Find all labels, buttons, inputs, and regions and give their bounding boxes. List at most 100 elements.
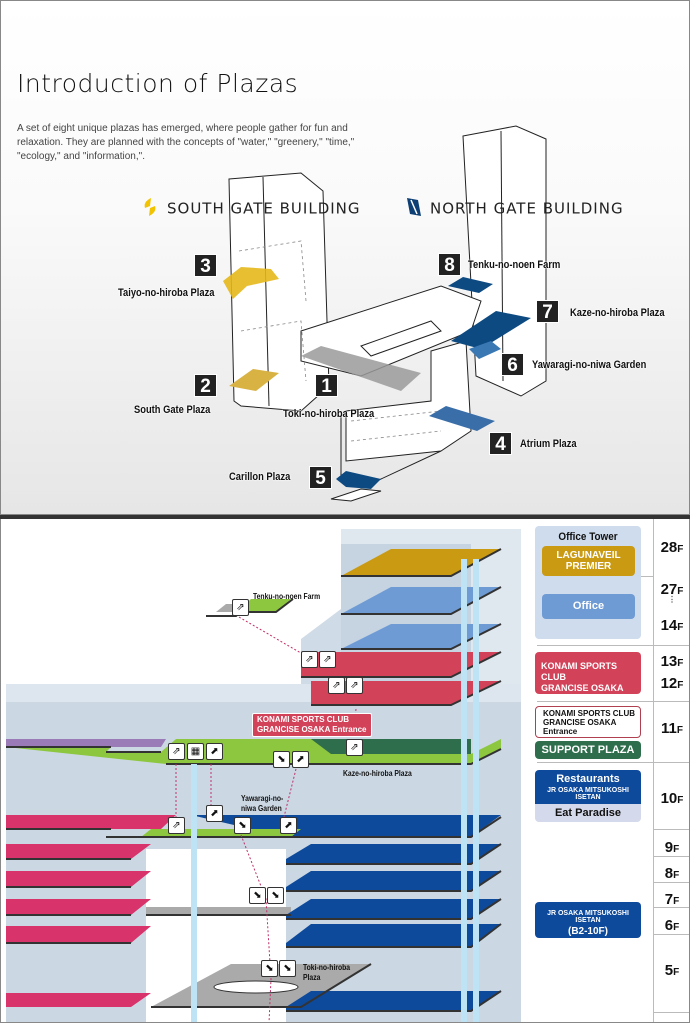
legend-restaurants: Restaurants JR OSAKA MITSUKOSHI ISETAN <box>535 770 641 804</box>
divider <box>537 762 689 763</box>
divider <box>653 907 689 908</box>
north-lower-block <box>345 340 472 462</box>
escalator-down-icon: ⬊ <box>249 887 266 904</box>
stairs-icon: ⇗ <box>232 599 249 616</box>
plaza-number-8: 8 <box>438 253 461 276</box>
floor-10 <box>6 815 502 838</box>
divider <box>653 934 689 935</box>
floor-number-8: 8F <box>664 865 680 882</box>
plaza-overview-panel: Introduction of Plazas A set of eight un… <box>0 0 690 515</box>
divider <box>653 829 689 830</box>
plaza-label-5: Carillon Plaza <box>229 471 291 483</box>
floor-number-12: 12F <box>660 675 684 692</box>
divider <box>653 856 689 857</box>
legend-konami-entrance: KONAMI SPORTS CLUB GRANCISE OSAKA Entran… <box>535 706 641 738</box>
plaza-2-area <box>229 369 279 391</box>
plaza-label-1: Toki-no-hiroba Plaza <box>283 408 375 420</box>
escalator-down-icon: ⬊ <box>279 960 296 977</box>
divider <box>653 1012 689 1013</box>
floor-number-5: 5F <box>664 962 680 979</box>
floor-5-toki-plaza <box>6 963 502 1012</box>
plaza-number-5: 5 <box>309 466 332 489</box>
plaza-number-2: 2 <box>194 374 217 397</box>
stairs-icon: ⇗ <box>301 651 318 668</box>
plaza-number-3: 3 <box>194 254 217 277</box>
floor-number-28: 28F <box>660 539 684 556</box>
floor-column-divider <box>653 519 654 1022</box>
divider <box>537 701 689 702</box>
legend-lagunaveil: LAGUNAVEIL PREMIER <box>542 546 635 576</box>
plaza-4-area <box>429 406 495 431</box>
floor-number-13: 13F <box>660 653 684 670</box>
plaza-1-area <box>301 346 421 391</box>
tenku-farm-deck <box>206 598 294 617</box>
stairs-icon: ⇗ <box>346 677 363 694</box>
escalator-up-icon: ⬈ <box>206 743 223 760</box>
escalator-down-icon: ⬊ <box>261 960 278 977</box>
plaza-8-area <box>448 277 493 293</box>
plaza-number-7: 7 <box>536 300 559 323</box>
plaza-label-2: South Gate Plaza <box>134 404 211 416</box>
plaza-number-6: 6 <box>501 353 524 376</box>
floor-number-27: 27F <box>660 581 684 598</box>
escalator-down-icon: ⬊ <box>267 887 284 904</box>
plaza-3-area <box>223 267 279 299</box>
section-divider <box>0 515 690 519</box>
escalator-up-icon: ⬈ <box>280 817 297 834</box>
floor-number-9: 9F <box>664 839 680 856</box>
tenku-farm-label: Tenku-no-noen Farm <box>253 592 321 601</box>
plaza-label-7: Kaze-no-hiroba Plaza <box>570 307 665 319</box>
building-isometric-diagram <box>223 125 547 502</box>
yawaragi-garden-label: Yawaragi-no- niwa Garden <box>241 794 284 813</box>
intro-text: A set of eight unique plazas has emerged… <box>17 123 355 162</box>
plaza-label-4: Atrium Plaza <box>520 438 577 450</box>
plaza-5-area <box>336 471 381 489</box>
stairs-icon: ⇗ <box>168 817 185 834</box>
floor-section-diagram <box>6 529 521 1022</box>
escalator-down-icon: ⬊ <box>234 817 251 834</box>
divider <box>653 882 689 883</box>
plaza-number-1: 1 <box>315 374 338 397</box>
plaza-label-6: Yawaragi-no-niwa Garden <box>532 359 647 371</box>
legend-support-plaza: SUPPORT PLAZA <box>535 741 641 759</box>
legend-eat-paradise: Eat Paradise <box>535 804 641 822</box>
floor-number-11: 11F <box>661 720 683 737</box>
escalator-up-icon: ⬈ <box>206 805 223 822</box>
kaze-plaza-label: Kaze-no-hiroba Plaza <box>343 769 412 778</box>
north-gate-building-label: NORTH GATE BUILDING <box>406 197 624 221</box>
page-title: Introduction of Plazas <box>17 69 299 98</box>
floor-9 <box>6 843 502 865</box>
legend-office-tower: Office Tower <box>535 526 641 639</box>
toki-plaza-label: Toki-no-hiroba Plaza <box>303 963 351 982</box>
legend-isetan: JR OSAKA MITSUKOSHI ISETAN (B2-10F) <box>535 902 641 938</box>
stairs-icon: ⇗ <box>346 739 363 756</box>
south-gate-logo-icon <box>141 197 159 221</box>
stairs-icon: ⇗ <box>319 651 336 668</box>
north-gate-logo-icon <box>406 197 422 221</box>
floor-7 <box>6 898 502 920</box>
plaza-7-area <box>451 311 531 349</box>
divider <box>537 645 689 646</box>
elevator-shaft-2 <box>473 559 479 1022</box>
floor-number-6: 6F <box>664 917 680 934</box>
stairs-icon: ⇗ <box>168 743 185 760</box>
konami-entrance-callout: KONAMI SPORTS CLUB GRANCISE OSAKA Entran… <box>252 713 372 737</box>
stairs-icon: ⇗ <box>328 677 345 694</box>
plaza-6-area <box>469 341 501 359</box>
floor-number-14: 14F <box>660 617 684 634</box>
floor-6 <box>6 923 502 948</box>
floor-guide-panel: ⇗ ⇗ ⇗ ⇗ ⇗ ⇗ ▦ ⬈ ⬊ ⬈ ⇗ ⬈ ⇗ ⬊ ⬈ ⬊ ⬊ ⬊ ⬊ Te… <box>0 519 690 1023</box>
floor-number-7: 7F <box>664 891 680 908</box>
escalator-up-icon: ⬈ <box>292 751 309 768</box>
elevator-icon: ▦ <box>187 743 204 760</box>
elevator-shaft-1 <box>461 559 467 1022</box>
floor-range-dots: ⋮ <box>668 595 676 604</box>
floor-8 <box>6 870 502 892</box>
plaza-label-8: Tenku-no-noen Farm <box>468 259 561 271</box>
plaza-number-4: 4 <box>489 432 512 455</box>
escalator-down-icon: ⬊ <box>273 751 290 768</box>
legend-office: Office <box>542 594 635 619</box>
plaza-label-3: Taiyo-no-hiroba Plaza <box>118 287 215 299</box>
legend-konami: KONAMI SPORTS CLUB GRANCISE OSAKA <box>535 652 641 694</box>
elevator-shaft-3 <box>191 764 197 1022</box>
